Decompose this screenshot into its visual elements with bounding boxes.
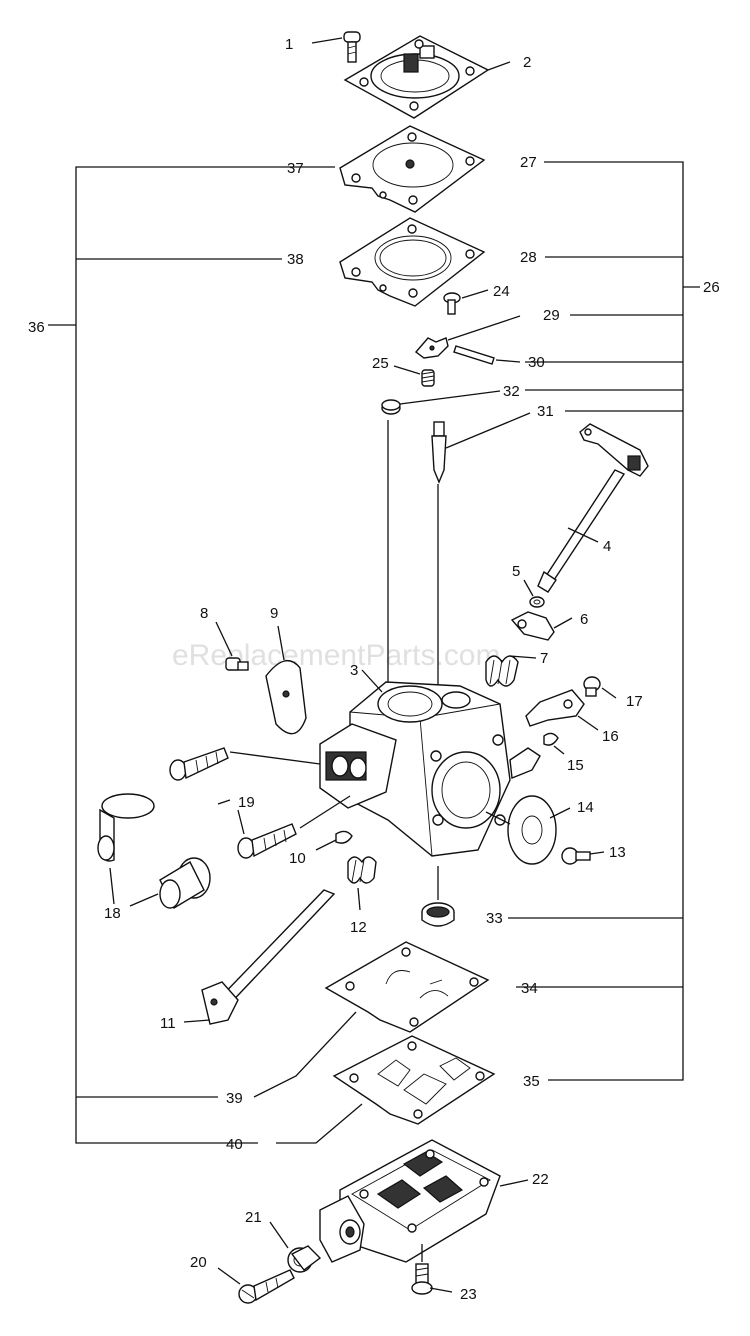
label-2: 2 [523,54,531,71]
part-34-39-metering-diaphragm [253,941,490,1098]
label-33: 33 [486,910,503,927]
part-31-inlet-needle [431,412,531,705]
label-23: 23 [460,1286,477,1303]
bracket-26 [508,161,700,1081]
label-15: 15 [567,757,584,774]
part-35-40-metering-gasket [276,1035,496,1144]
label-24: 24 [493,283,510,300]
part-29-metering-lever [414,315,521,359]
label-28: 28 [520,249,537,266]
part-17-screw [583,676,617,699]
part-12-choke-spring [347,856,377,911]
label-35: 35 [523,1073,540,1090]
label-40: 40 [226,1136,243,1153]
label-39: 39 [226,1090,243,1107]
label-10: 10 [289,850,306,867]
part-30-lever-pin [453,345,521,365]
label-19: 19 [238,794,255,811]
label-4: 4 [603,538,611,555]
part-23-screw [411,1244,453,1295]
label-29: 29 [543,307,560,324]
label-25: 25 [372,355,389,372]
part-10-e-clip [315,830,353,851]
label-7: 7 [540,650,548,667]
bracket-36 [48,166,335,1144]
label-11: 11 [160,1015,176,1032]
label-18: 18 [104,905,121,922]
part-28-38-pump-gasket [339,217,486,307]
part-3-carburetor-body [319,669,541,857]
label-1: 1 [285,36,293,53]
part-22-metering-cover [319,1139,529,1263]
part-4-throttle-shaft [537,423,649,593]
label-26: 26 [703,279,720,296]
label-32: 32 [503,383,520,400]
label-30: 30 [528,354,545,371]
part-25-spring [393,365,435,387]
part-15-e-clip [543,732,565,755]
part-6-throttle-lever [510,611,573,641]
part-20-screw [217,1267,295,1304]
part-8-screw [215,621,249,671]
label-12: 12 [350,919,367,936]
part-11-choke-shaft [183,889,336,1025]
part-5-e-clip [523,579,545,608]
watermark: eReplacementParts.com [172,639,500,672]
part-18-fittings [97,793,211,909]
label-21: 21 [245,1209,262,1226]
part-24-screw [443,289,489,315]
label-13: 13 [609,844,626,861]
part-9-choke-plate [265,625,307,735]
label-16: 16 [602,728,619,745]
label-34: 34 [521,980,538,997]
label-14: 14 [577,799,594,816]
label-8: 8 [200,605,208,622]
part-19-mixture-screws [169,747,351,859]
part-13-screw [561,847,605,865]
label-5: 5 [512,563,520,580]
part-7-throttle-spring [485,655,537,687]
label-20: 20 [190,1254,207,1271]
part-2-pump-cover [343,35,511,119]
label-36: 36 [28,319,45,336]
part-27-37-pump-diaphragm [339,125,486,213]
part-21-bushing [269,1221,322,1273]
part-33-filter-screen [421,866,455,927]
part-1-screw [311,31,361,63]
label-9: 9 [270,605,278,622]
label-22: 22 [532,1171,549,1188]
part-14-accelerator-diaphragm [485,795,571,865]
part-16-choke-lever [525,689,599,731]
label-38: 38 [287,251,304,268]
label-6: 6 [580,611,588,628]
label-31: 31 [537,403,554,420]
label-3: 3 [350,662,358,679]
label-27: 27 [520,154,537,171]
label-17: 17 [626,693,643,710]
label-37: 37 [287,160,304,177]
